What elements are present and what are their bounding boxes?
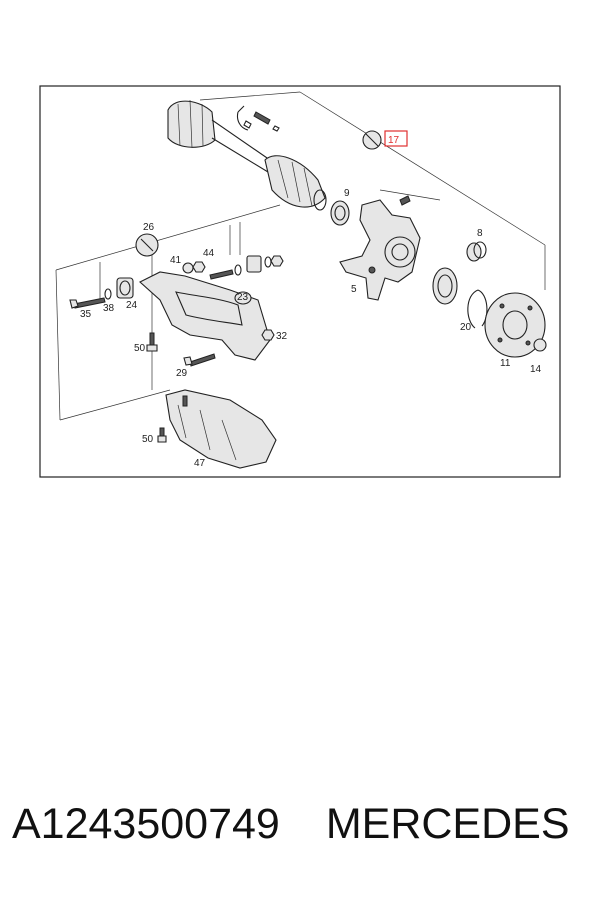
part-29-label: 29 (176, 368, 188, 379)
part-38-label: 38 (103, 303, 115, 314)
part-14[interactable]: 14 (530, 338, 547, 375)
wheel-bearing[interactable] (432, 267, 458, 305)
part-47-label: 47 (194, 458, 206, 469)
bolt-top (253, 111, 271, 125)
part-50-lower[interactable]: 50 (142, 427, 167, 445)
upper-bolt-set (209, 255, 284, 280)
part-9-label: 9 (344, 188, 350, 199)
part-26[interactable]: 26 (135, 222, 159, 257)
part-35-label: 35 (80, 309, 92, 320)
part-23-control-arm[interactable]: 23 (139, 271, 271, 361)
part-41[interactable]: 41 (170, 255, 194, 274)
part-8-label: 8 (477, 228, 483, 239)
part-14-label: 14 (530, 364, 542, 375)
parts-diagram: 17 9 5 8 20 11 (39, 85, 561, 478)
part-number: A1243500749 (12, 800, 280, 848)
drive-shaft (167, 99, 327, 211)
part-20[interactable]: 20 (460, 289, 488, 333)
part-24[interactable]: 24 (116, 277, 138, 311)
part-5-label: 5 (351, 284, 357, 295)
part-8[interactable]: 8 (466, 228, 487, 262)
part-32[interactable]: 32 (261, 329, 288, 342)
part-11-label: 11 (500, 358, 511, 369)
brand-name: MERCEDES (325, 800, 570, 848)
caption: A1243500749 MERCEDES (12, 800, 592, 860)
part-23-label: 23 (237, 292, 249, 303)
part-17-highlight (384, 130, 408, 147)
part-20-label: 20 (460, 322, 472, 333)
part-44[interactable]: 44 (192, 248, 215, 273)
part-24-label: 24 (126, 300, 138, 311)
part-17[interactable]: 17 (362, 130, 408, 150)
part-50-lower-label: 50 (142, 434, 154, 445)
circlip (236, 105, 249, 131)
part-47-cover[interactable]: 47 (165, 389, 277, 469)
part-32-label: 32 (276, 331, 288, 342)
part-29[interactable]: 29 (176, 353, 216, 379)
part-35[interactable]: 35 (69, 297, 106, 320)
part-17-label: 17 (388, 135, 400, 146)
part-5-knuckle[interactable]: 5 (339, 195, 421, 301)
part-50-upper[interactable]: 50 (134, 332, 158, 354)
part-44-label: 44 (203, 248, 215, 259)
part-9[interactable]: 9 (330, 188, 350, 226)
guide-lines (55, 91, 546, 421)
part-38[interactable]: 38 (103, 288, 115, 314)
part-41-label: 41 (170, 255, 182, 266)
ring-small (243, 120, 280, 132)
diagram-frame (39, 85, 561, 478)
part-26-label: 26 (143, 222, 155, 233)
part-50-upper-label: 50 (134, 343, 146, 354)
part-11-hub[interactable]: 11 (484, 292, 546, 369)
